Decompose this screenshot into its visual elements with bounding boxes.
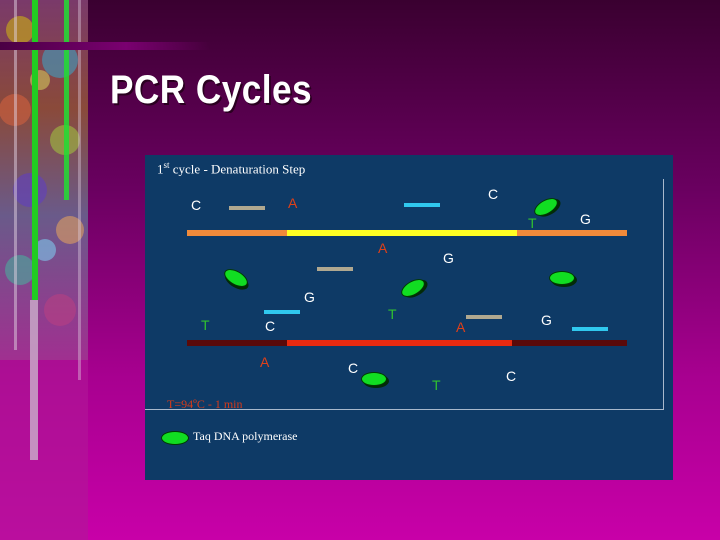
free-nucleotide: [229, 206, 265, 210]
temperature-label: T=94ºC - 1 min: [167, 397, 243, 411]
base-middle-5: G: [541, 312, 552, 328]
taq-polymerase: [361, 372, 387, 386]
base-bottom-3: C: [506, 368, 517, 384]
free-nucleotide: [572, 327, 608, 331]
base-top-4: G: [580, 211, 591, 227]
top-strand-yellow: [287, 230, 517, 236]
taq-polymerase: [549, 271, 575, 285]
legend-polymerase-swatch: [161, 431, 189, 445]
base-top-0: C: [191, 197, 202, 213]
base-bottom-2: T: [432, 377, 441, 393]
heading-text: cycle - Denaturation Step: [169, 161, 306, 177]
slide-title: PCR Cycles: [110, 68, 313, 112]
base-bottom-1: C: [348, 360, 359, 376]
legend-label: Taq DNA polymerase: [193, 429, 298, 443]
top-strand-orange-left: [187, 230, 287, 236]
bottom-strand-red: [287, 340, 512, 346]
step-heading: 1st cycle - Denaturation Step: [157, 160, 305, 177]
base-middle-4: A: [456, 319, 466, 335]
base-top-2: C: [488, 186, 499, 202]
bottom-strand-dark-left: [187, 340, 287, 346]
heading-ordinal: st: [163, 160, 170, 170]
base-bottom-0: A: [260, 354, 270, 370]
base-top-5: A: [378, 240, 388, 256]
heading-number: 1: [157, 161, 164, 177]
decorative-pattern: [0, 0, 88, 540]
base-top-6: G: [443, 250, 454, 266]
top-strand-orange-right: [517, 230, 627, 236]
base-middle-2: C: [265, 318, 276, 334]
base-middle-3: T: [388, 306, 397, 322]
free-nucleotide: [264, 310, 300, 314]
free-nucleotide: [466, 315, 502, 319]
base-top-3: T: [528, 215, 537, 231]
base-middle-1: T: [201, 317, 210, 333]
decorative-side-strip: [0, 0, 90, 540]
title-accent-bar: [0, 42, 210, 50]
base-middle-0: G: [304, 289, 315, 305]
base-top-1: A: [288, 195, 298, 211]
diagram-frame: [145, 179, 664, 410]
pcr-diagram-panel: 1st cycle - Denaturation Step C A C T G …: [145, 155, 673, 480]
free-nucleotide: [404, 203, 440, 207]
bottom-strand-dark-right: [512, 340, 627, 346]
free-nucleotide: [317, 267, 353, 271]
